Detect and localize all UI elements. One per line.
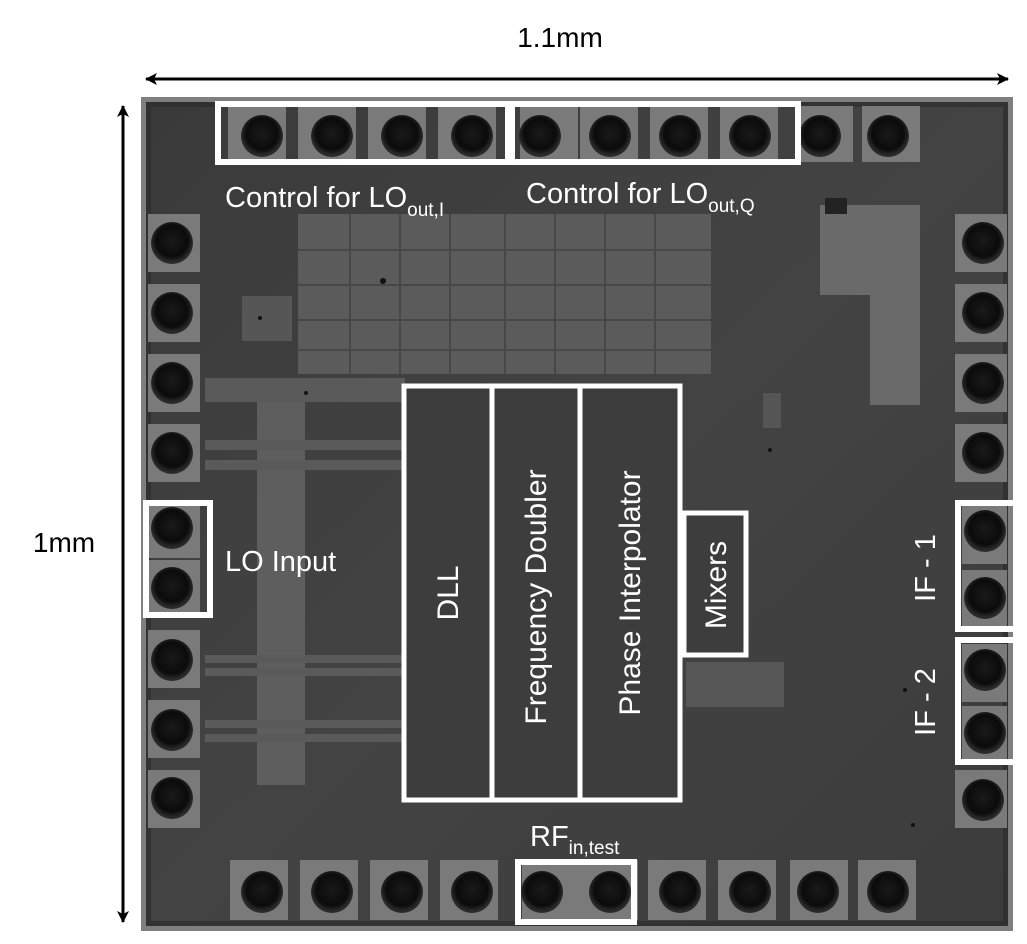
- control-i-subscript: out,I: [407, 200, 444, 221]
- control-i-pad-box: [215, 101, 511, 165]
- if2-pad-box: [955, 637, 1021, 765]
- functional-blocks: DLL Frequency Doubler Phase Interpolator…: [401, 383, 749, 803]
- mixers-block: [681, 510, 749, 658]
- dll-label: DLL: [432, 565, 465, 620]
- if1-pad-box: [955, 500, 1021, 632]
- control-i-label: Control for LOout,I: [225, 182, 444, 221]
- control-q-subscript: out,Q: [708, 196, 754, 217]
- phase-interpolator-label: Phase Interpolator: [614, 470, 647, 715]
- die-feature: [870, 290, 920, 405]
- lo-input-pad-box: [143, 500, 213, 618]
- top-pad-row: [228, 106, 920, 162]
- rf-pad-box: [515, 859, 637, 925]
- frequency-doubler-block: [489, 383, 583, 803]
- dll-block: [401, 383, 495, 803]
- die-feature: [686, 662, 784, 707]
- if1-label: IF - 1: [910, 534, 942, 602]
- control-q-label: Control for LOout,Q: [526, 178, 755, 217]
- mixers-label: Mixers: [700, 541, 733, 629]
- annotation-boxes: [143, 101, 1021, 925]
- frequency-doubler-label: Frequency Doubler: [520, 469, 553, 724]
- height-label: 1mm: [33, 527, 95, 558]
- memory-array-block: [298, 214, 711, 374]
- bottom-pad-row: [230, 860, 916, 920]
- width-label: 1.1mm: [517, 22, 603, 53]
- die-feature: [242, 296, 292, 341]
- rf-label: RFin,test: [530, 821, 620, 859]
- phase-interpolator-block: [577, 383, 683, 803]
- control-q-main: Control for LO: [526, 178, 708, 210]
- die-feature: [825, 198, 847, 214]
- die-feature: [820, 205, 920, 295]
- left-pad-column: [148, 214, 200, 828]
- rf-subscript: in,test: [569, 838, 620, 859]
- rf-main: RF: [530, 821, 569, 853]
- die-feature: [763, 393, 781, 428]
- lo-input-label: LO Input: [225, 546, 336, 578]
- right-pad-column: [955, 214, 1007, 828]
- control-q-pad-box: [509, 101, 801, 165]
- pin-labels: Control for LOout,I Control for LOout,Q …: [225, 178, 942, 859]
- control-i-main: Control for LO: [225, 182, 407, 214]
- if2-label: IF - 2: [910, 668, 942, 736]
